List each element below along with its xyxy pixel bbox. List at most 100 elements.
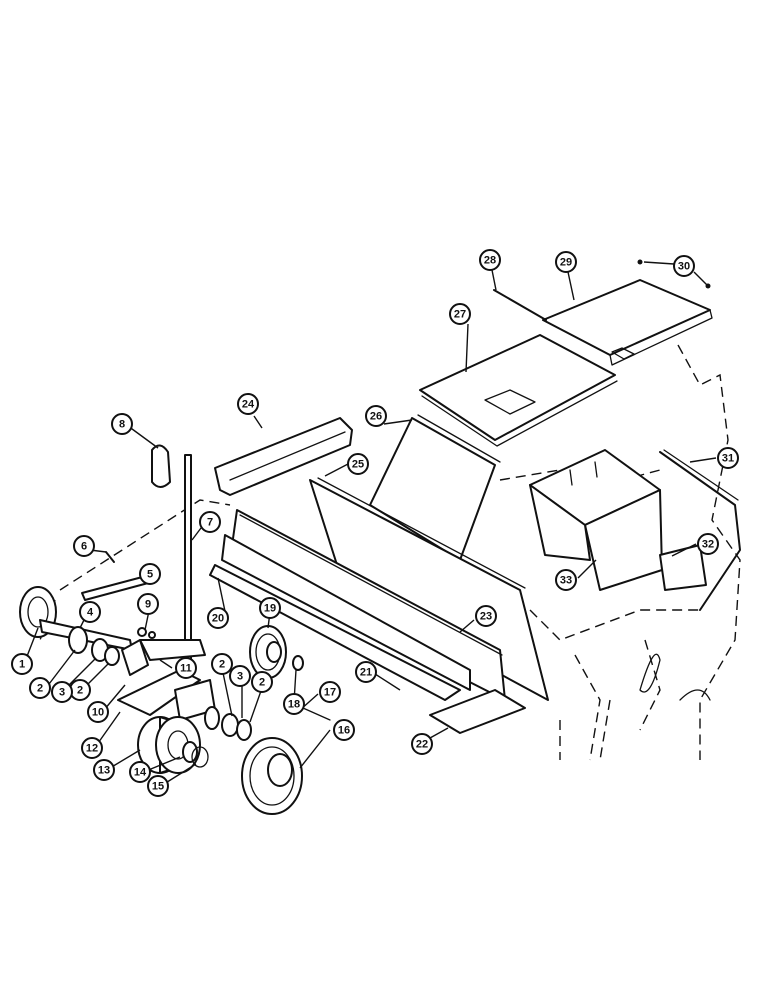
callout-18: 18 (283, 693, 305, 715)
callout-23: 23 (475, 605, 497, 627)
control-lever-inner (663, 449, 739, 501)
callout-circle (51, 681, 73, 703)
callout-circle (73, 535, 95, 557)
callout-circle (147, 775, 169, 797)
pin (105, 551, 115, 563)
callout-2: 2 (69, 679, 91, 701)
callout-circle (411, 733, 433, 755)
callout-number: 1 (19, 659, 25, 671)
callout-30: 30 (673, 255, 695, 277)
callout-circle (93, 759, 115, 781)
cover-plate (659, 544, 707, 591)
bushing (292, 655, 304, 671)
callout-circle (137, 593, 159, 615)
callout-number: 12 (86, 743, 98, 755)
callout-circle (475, 605, 497, 627)
callout-circle (29, 677, 51, 699)
callout-circle (207, 607, 229, 629)
callout-number: 23 (480, 611, 492, 623)
scraper-plate (429, 689, 526, 734)
callout-circle (333, 719, 355, 741)
callout-8: 8 (111, 413, 133, 435)
callout-6: 6 (73, 535, 95, 557)
callout-circle (555, 251, 577, 273)
callout-number: 2 (219, 659, 225, 671)
callout-number: 3 (59, 687, 65, 699)
callout-circle (283, 693, 305, 715)
idler-roller (137, 716, 209, 774)
callout-circle (259, 597, 281, 619)
callout-14: 14 (129, 761, 151, 783)
callout-2: 2 (251, 671, 273, 693)
callout-1: 1 (11, 653, 33, 675)
callout-circle (555, 569, 577, 591)
callout-circle (87, 701, 109, 723)
bearing-washers-left (68, 626, 120, 666)
callout-number: 17 (324, 687, 336, 699)
callout-number: 11 (180, 663, 192, 675)
callout-19: 19 (259, 597, 281, 619)
callout-number: 13 (98, 765, 110, 777)
callout-number: 10 (92, 707, 104, 719)
callout-circle (81, 737, 103, 759)
side-strip (214, 417, 353, 496)
callout-number: 2 (37, 683, 43, 695)
callout-number: 5 (147, 569, 153, 581)
callout-number: 31 (722, 453, 734, 465)
top-cover-panel (419, 334, 618, 447)
callout-17: 17 (319, 681, 341, 703)
callout-circle (673, 255, 695, 277)
small-pulley (249, 625, 287, 679)
callout-number: 8 (119, 419, 125, 431)
callout-number: 7 (207, 517, 213, 529)
callout-9: 9 (137, 593, 159, 615)
callout-5: 5 (139, 563, 161, 585)
callout-number: 2 (259, 677, 265, 689)
callout-12: 12 (81, 737, 103, 759)
callout-number: 14 (134, 767, 147, 779)
callout-circle (175, 657, 197, 679)
callout-number: 26 (370, 411, 382, 423)
side-bin (529, 449, 663, 591)
callout-circle (211, 653, 233, 675)
callout-24: 24 (237, 393, 259, 415)
callout-circle (111, 413, 133, 435)
callout-number: 33 (560, 575, 572, 587)
callout-number: 4 (87, 607, 94, 619)
callout-circle (251, 671, 273, 693)
handle-grip (151, 444, 171, 488)
callout-31: 31 (717, 447, 739, 469)
callout-4: 4 (79, 601, 101, 623)
callout-number: 2 (77, 685, 83, 697)
callout-2: 2 (211, 653, 233, 675)
callout-circle (319, 681, 341, 703)
callout-number: 30 (678, 261, 690, 273)
callout-number: 15 (152, 781, 164, 793)
callout-circle (717, 447, 739, 469)
callout-circle (139, 563, 161, 585)
callout-circle (355, 661, 377, 683)
callout-number: 24 (242, 399, 255, 411)
callout-21: 21 (355, 661, 377, 683)
callout-circle (11, 653, 33, 675)
hinge-rod (493, 289, 547, 321)
large-drive-pulley (241, 737, 303, 815)
callout-20: 20 (207, 607, 229, 629)
callout-11: 11 (175, 657, 197, 679)
callout-22: 22 (411, 733, 433, 755)
callout-27: 27 (449, 303, 471, 325)
callout-33: 33 (555, 569, 577, 591)
callout-circle (347, 453, 369, 475)
callout-circle (129, 761, 151, 783)
callout-2: 2 (29, 677, 51, 699)
callout-number: 20 (212, 613, 224, 625)
callout-3: 3 (51, 681, 73, 703)
callout-circle (479, 249, 501, 271)
callout-16: 16 (333, 719, 355, 741)
callout-number: 27 (454, 309, 466, 321)
callout-number: 32 (702, 539, 714, 551)
rear-cover-panel (542, 279, 713, 366)
callout-number: 25 (352, 459, 364, 471)
